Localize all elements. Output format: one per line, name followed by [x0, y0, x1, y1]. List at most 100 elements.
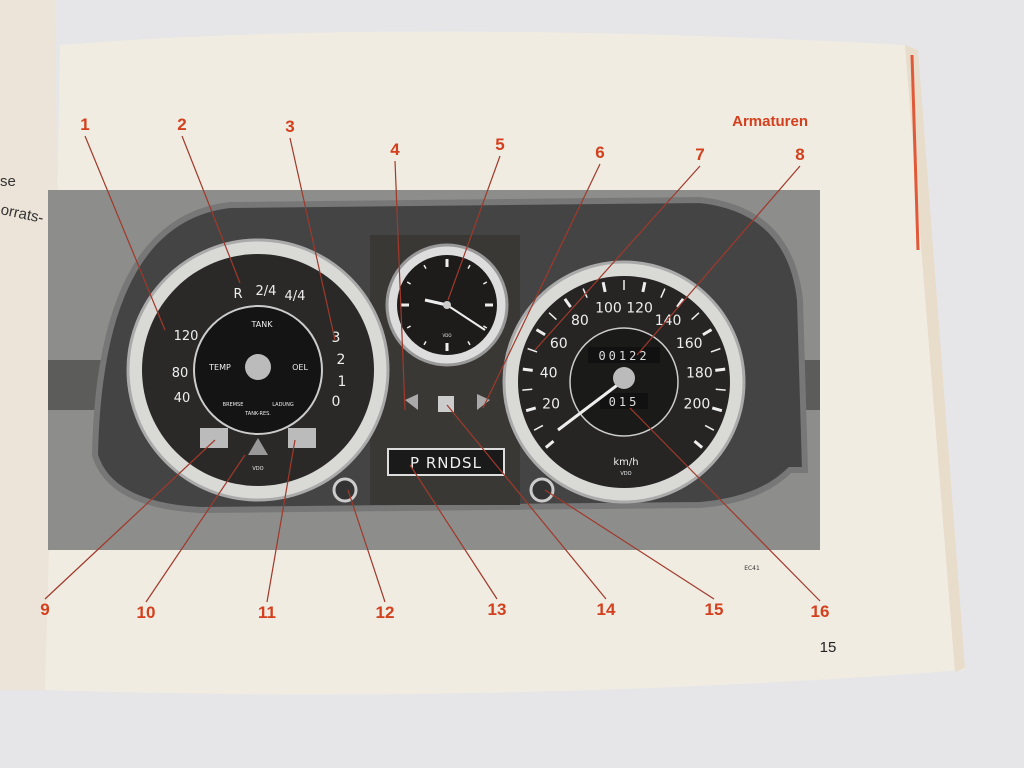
- speed-tick: [660, 288, 666, 299]
- left-page: [0, 0, 57, 690]
- section-title: Armaturen: [732, 113, 808, 130]
- speed-tick: [641, 281, 647, 293]
- speed-label: 140: [655, 313, 682, 329]
- speed-tick: [527, 347, 538, 353]
- speed-tick: [715, 388, 726, 391]
- callout-line: [409, 464, 498, 600]
- gear-indicator: [387, 448, 505, 476]
- speed-tick: [525, 406, 537, 413]
- callout-number: 15: [705, 600, 724, 619]
- high-beam-indicator: [438, 396, 454, 412]
- speed-label: 120: [626, 301, 653, 317]
- speed-tick: [691, 312, 700, 321]
- speed-tick: [601, 281, 607, 293]
- label-bremse: BREMSE: [223, 402, 244, 408]
- temp-scale: 40: [174, 391, 191, 406]
- figure-code: EC41: [744, 565, 760, 572]
- callout-line: [266, 439, 296, 603]
- oil-scale: 0: [332, 394, 341, 410]
- warning-lamp-brake: [200, 428, 228, 448]
- callout-line: [84, 135, 166, 331]
- callout-number: 16: [811, 602, 830, 621]
- label-tank-res: TANK-RES.: [244, 411, 271, 417]
- speed-tick: [522, 367, 533, 372]
- callout-number: 9: [40, 600, 49, 619]
- callout-line: [544, 489, 715, 600]
- callout-number: 1: [80, 115, 89, 134]
- gauge-hub: [245, 354, 271, 380]
- speed-label: 200: [684, 396, 711, 412]
- speed-tick: [693, 439, 704, 449]
- speed-tick: [676, 298, 685, 308]
- callout-line: [534, 165, 701, 351]
- red-edge-marker: [910, 54, 920, 251]
- odometer: [588, 347, 660, 363]
- clock-tick: [482, 325, 488, 329]
- callout-number: 4: [390, 140, 400, 159]
- speed-tick: [702, 328, 713, 337]
- callout-number: 3: [285, 117, 294, 136]
- oil-scale: 1: [338, 374, 347, 390]
- odometer-value: 00122: [598, 349, 649, 363]
- combination-gauge: TANK TEMP OEL BREMSE LADUNG TANK-RES. R …: [126, 238, 390, 502]
- speed-tick: [704, 424, 715, 431]
- warning-lamp-fuel-reserve: [248, 438, 268, 455]
- left-page-fragment: se: [0, 173, 16, 190]
- clock-tick: [406, 325, 412, 329]
- callout-number: 6: [595, 143, 604, 162]
- speed-unit: km/h: [613, 457, 638, 468]
- page-edges: [905, 45, 965, 672]
- callout-number: 10: [137, 603, 156, 622]
- speed-label: 80: [571, 313, 589, 329]
- speed-label: 60: [550, 336, 568, 352]
- speed-tick: [535, 328, 546, 337]
- turn-signal-right-indicator: [477, 394, 490, 410]
- callout-number: 13: [488, 600, 507, 619]
- speed-tick: [715, 367, 726, 372]
- speed-needle: [557, 378, 625, 432]
- temp-scale: 80: [172, 366, 189, 381]
- clock-tick: [467, 340, 471, 346]
- label-temp: TEMP: [208, 363, 231, 372]
- temp-scale: 120: [174, 329, 199, 344]
- speed-tick: [548, 312, 557, 321]
- speed-label: 180: [686, 365, 713, 381]
- label-oel: OEL: [292, 363, 308, 372]
- speed-tick: [710, 347, 721, 353]
- callout-line: [145, 454, 246, 603]
- callout-line: [44, 439, 216, 600]
- callout-line: [482, 163, 601, 409]
- callout-line: [289, 137, 336, 341]
- brand-vdo: VDO: [252, 466, 263, 472]
- callout-line: [347, 489, 386, 603]
- speed-tick: [522, 388, 533, 391]
- callout-line: [394, 160, 406, 411]
- callout-number: 14: [597, 600, 616, 619]
- callout-line: [181, 135, 241, 284]
- clock: VDO: [385, 243, 509, 367]
- needle-hub: [613, 367, 635, 389]
- callout-number: 8: [795, 145, 804, 164]
- callout-line: [446, 404, 607, 600]
- speed-label: 20: [542, 396, 560, 412]
- callout-number: 11: [258, 603, 276, 622]
- minute-hand: [446, 304, 486, 331]
- label-ladung: LADUNG: [272, 402, 294, 408]
- clock-tick: [406, 281, 412, 285]
- speed-label: 40: [540, 365, 558, 381]
- speed-tick: [533, 424, 544, 431]
- oil-scale: 3: [332, 330, 341, 346]
- fuel-scale-half: 2/4: [256, 284, 277, 299]
- fuel-scale-r: R: [233, 287, 242, 302]
- trip-meter: [600, 393, 648, 409]
- callout-number: 7: [695, 145, 704, 164]
- callout-line: [447, 155, 501, 301]
- warning-lamp-charge: [288, 428, 316, 448]
- clock-adjust-knob: [529, 477, 555, 503]
- fuel-scale-full: 4/4: [285, 289, 306, 304]
- speed-label: 160: [676, 336, 703, 352]
- brand-vdo: VDO: [620, 471, 631, 477]
- oil-scale: 2: [337, 352, 346, 368]
